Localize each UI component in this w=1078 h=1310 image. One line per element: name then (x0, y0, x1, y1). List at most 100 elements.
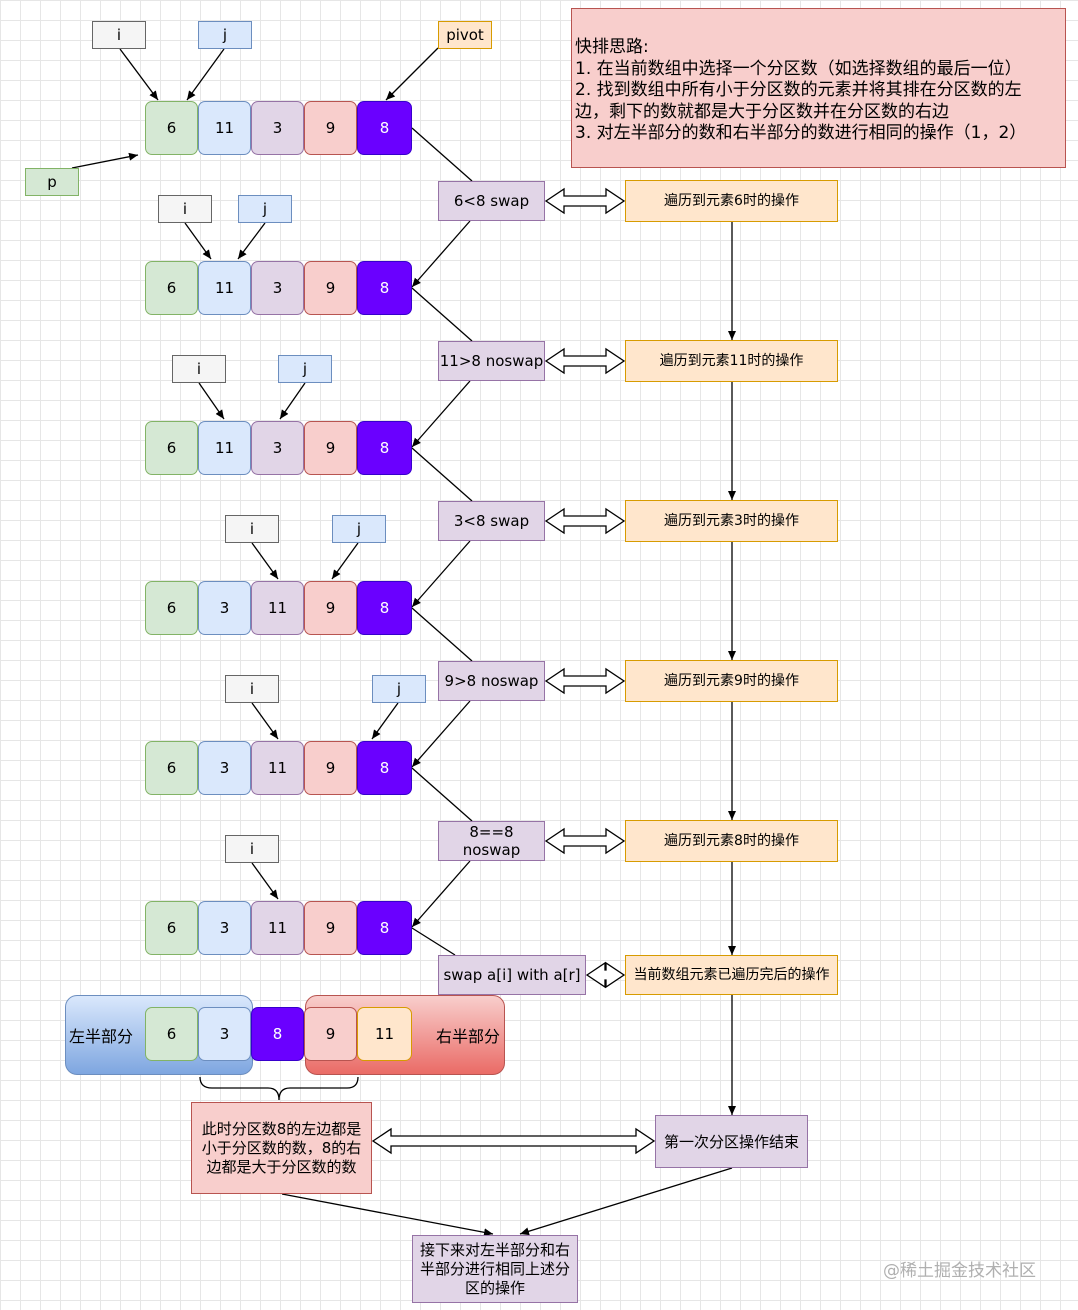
double-arrow (544, 667, 626, 695)
array-cell: 11 (251, 741, 304, 795)
pivot-cell: 8 (357, 901, 412, 955)
double-arrow (371, 1127, 656, 1155)
pointer-arrow (251, 702, 279, 740)
label-i: i (172, 355, 226, 383)
first-partition-end: 第一次分区操作结束 (655, 1115, 808, 1168)
double-arrow (544, 347, 626, 375)
array-cell: 3 (251, 261, 304, 315)
double-arrow (544, 187, 626, 215)
array-cell: 11 (251, 581, 304, 635)
pointer-arrow (237, 222, 266, 260)
right-half-label: 右半部分 (435, 1027, 500, 1046)
array-cell: 6 (145, 101, 198, 155)
pointer-arrow (198, 382, 225, 420)
array-cell: 6 (145, 261, 198, 315)
flow-line (411, 287, 473, 342)
array-cell: 3 (251, 421, 304, 475)
label-i: i (158, 195, 212, 223)
pointer-arrow (331, 542, 359, 580)
watermark: @稀土掘金技术社区 (883, 1261, 1036, 1281)
note-title: 快排思路: (575, 37, 649, 57)
step-description: 遍历到元素11时的操作 (625, 340, 838, 382)
flow-line (411, 767, 473, 822)
label-i: i (225, 515, 279, 543)
array-cell: 9 (304, 1007, 357, 1061)
left-half-label: 左半部分 (69, 1027, 134, 1046)
pivot-cell: 8 (357, 101, 412, 155)
operation-box: 9>8 noswap (438, 661, 545, 701)
pointer-arrow (186, 48, 225, 101)
pointer-arrow (385, 47, 439, 101)
double-arrow (544, 827, 626, 855)
pivot-cell: 8 (251, 1007, 304, 1061)
array-cell: 11 (251, 901, 304, 955)
flow-arrow (411, 700, 471, 768)
flow-arrow (411, 220, 471, 288)
pointer-arrow (71, 152, 139, 169)
operation-box: 11>8 noswap (438, 341, 545, 381)
operation-box: swap a[i] with a[r] (438, 955, 586, 995)
step-description: 遍历到元素8时的操作 (625, 820, 838, 862)
array-cell: 9 (304, 741, 357, 795)
pivot-cell: 8 (357, 261, 412, 315)
note-line-2: 2. 找到数组中所有小于分区数的元素并将其排在分区数的左 (575, 80, 1022, 100)
array-cell: 6 (145, 581, 198, 635)
pointer-arrow (251, 542, 279, 580)
flow-arrow (281, 1193, 494, 1237)
pointer-arrow (119, 48, 159, 101)
array-cell: 6 (145, 901, 198, 955)
step-description: 当前数组元素已遍历完后的操作 (625, 955, 838, 995)
label-i: i (225, 675, 279, 703)
step-description: 遍历到元素6时的操作 (625, 180, 838, 222)
array-cell: 3 (198, 741, 251, 795)
flow-line (411, 927, 456, 956)
operation-box: 6<8 swap (438, 181, 545, 221)
array-cell: 11 (198, 421, 251, 475)
double-arrow (585, 961, 626, 989)
label-j: j (198, 21, 252, 49)
label-j: j (372, 675, 426, 703)
array-cell: 3 (251, 101, 304, 155)
next-step: 接下来对左半部分和右半部分进行相同上述分区的操作 (412, 1235, 578, 1303)
array-cell: 6 (145, 1007, 198, 1061)
pointer-arrow (184, 222, 212, 260)
flow-arrow (411, 860, 471, 928)
flow-line (411, 607, 473, 662)
label-i: i (225, 835, 279, 863)
label-j: j (238, 195, 292, 223)
array-cell: 6 (145, 741, 198, 795)
step-description: 遍历到元素3时的操作 (625, 500, 838, 542)
label-p: p (25, 168, 79, 196)
operation-box: 8==8 noswap (438, 821, 545, 861)
label-i: i (92, 21, 146, 49)
array-cell: 9 (304, 901, 357, 955)
label-pivot: pivot (438, 21, 492, 49)
label-j: j (278, 355, 332, 383)
pivot-cell: 8 (357, 741, 412, 795)
note-line-4: 3. 对左半部分的数和右半部分的数进行相同的操作（1，2） (575, 123, 1027, 143)
array-cell: 9 (304, 421, 357, 475)
flow-line (411, 447, 473, 502)
flow-arrow (411, 380, 471, 448)
note-line-3: 边，剩下的数就都是大于分区数并在分区数的右边 (575, 101, 949, 122)
pivot-cell: 8 (357, 421, 412, 475)
flow-arrow (519, 1167, 733, 1236)
brace (199, 1076, 359, 1101)
note-line-1: 1. 在当前数组中选择一个分区数（如选择数组的最后一位） (575, 58, 1022, 79)
double-arrow (544, 507, 626, 535)
pointer-arrow (279, 382, 306, 420)
array-cell: 9 (304, 581, 357, 635)
array-cell: 11 (357, 1007, 412, 1061)
array-cell: 9 (304, 261, 357, 315)
pointer-arrow (251, 862, 279, 900)
array-cell: 3 (198, 1007, 251, 1061)
flow-arrow (411, 540, 471, 608)
pointer-arrow (371, 702, 399, 740)
array-cell: 3 (198, 581, 251, 635)
array-cell: 9 (304, 101, 357, 155)
label-j: j (332, 515, 386, 543)
pivot-cell: 8 (357, 581, 412, 635)
array-cell: 11 (198, 261, 251, 315)
